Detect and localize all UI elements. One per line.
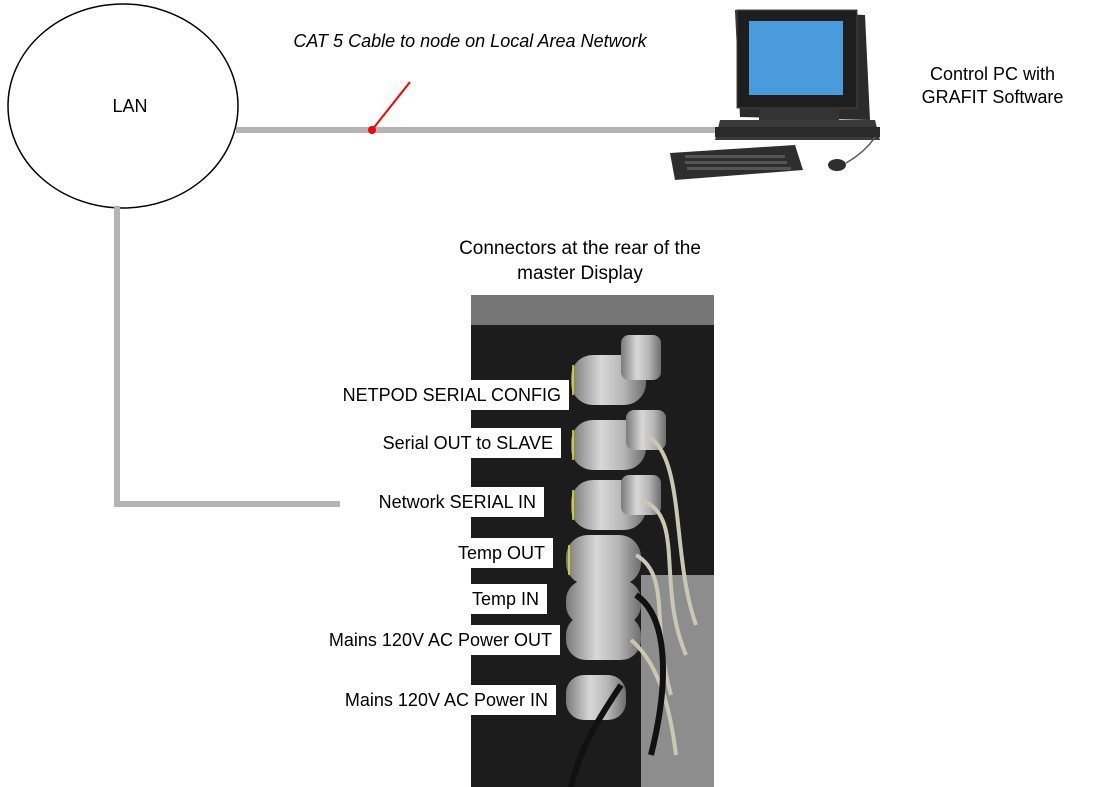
control-pc-label-line2: GRAFIT Software [921, 87, 1064, 107]
connector-label-mains-power-in: Mains 120V AC Power IN [338, 685, 556, 715]
control-pc-label: Control PC with GRAFIT Software [900, 63, 1085, 109]
cable-pointer-line [371, 81, 411, 131]
connector-label-netpod-serial-config: NETPOD SERIAL CONFIG [336, 380, 569, 410]
connector-label-network-serial-in: Network SERIAL IN [372, 487, 544, 517]
connector-label-serial-out-to-slave: Serial OUT to SLAVE [376, 428, 561, 458]
photo-title: Connectors at the rear of the master Dis… [420, 236, 740, 286]
photo-title-line2: master Display [517, 263, 643, 284]
cable-label: CAT 5 Cable to node on Local Area Networ… [293, 31, 647, 51]
lan-label: LAN [112, 96, 148, 116]
cable-pointer-dot [368, 126, 376, 134]
control-pc-icon [670, 9, 880, 180]
photo-title-line1: Connectors at the rear of the [459, 238, 701, 259]
control-pc-label-line1: Control PC with [929, 64, 1056, 84]
monitor-screen [749, 21, 843, 95]
lan-to-display-cable [114, 206, 340, 507]
connector-label-mains-power-out: Mains 120V AC Power OUT [322, 625, 560, 655]
connector-label-temp-in: Temp IN [465, 584, 547, 614]
lan-cloud [7, 3, 239, 209]
connector-label-temp-out: Temp OUT [451, 538, 553, 568]
